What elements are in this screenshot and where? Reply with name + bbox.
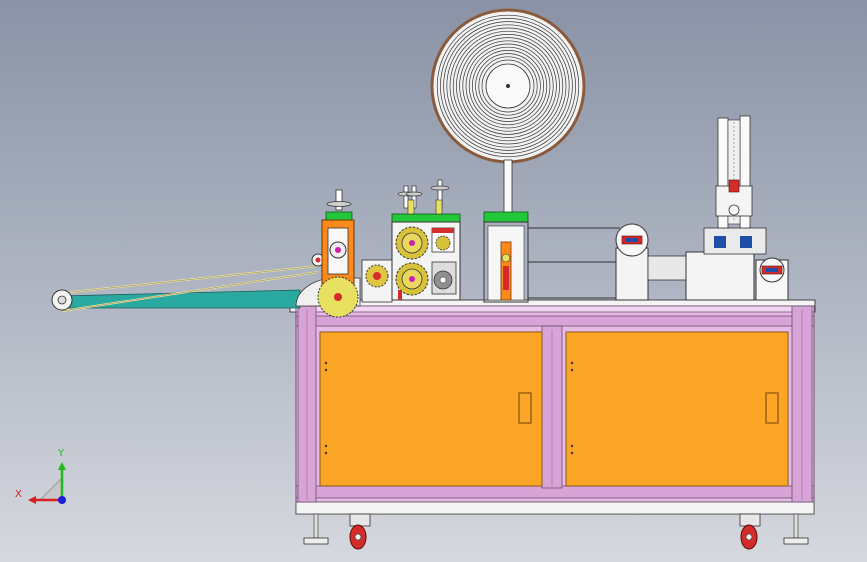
caster-wheel-left bbox=[349, 513, 371, 550]
reel-ring bbox=[475, 53, 541, 119]
reel-ring bbox=[443, 21, 573, 151]
reel-ring bbox=[468, 46, 548, 126]
caster-wheel-right bbox=[739, 513, 761, 550]
z-axis-dot bbox=[58, 496, 66, 504]
knurling-roller-unit bbox=[361, 179, 461, 303]
reel-ring bbox=[452, 30, 564, 142]
reel-stand bbox=[483, 159, 529, 303]
reel-ring bbox=[446, 24, 570, 148]
orange-roller-unit bbox=[317, 189, 359, 318]
y-axis-label: Y bbox=[57, 448, 65, 459]
leveling-foot-left bbox=[303, 513, 329, 545]
guide-rails bbox=[528, 227, 620, 299]
x-axis-label: X bbox=[15, 489, 22, 500]
reel-ring bbox=[462, 40, 554, 132]
cabinet-door-right[interactable] bbox=[565, 331, 789, 487]
material-reel bbox=[430, 8, 586, 164]
reel-ring bbox=[456, 34, 560, 138]
reel-ring bbox=[478, 56, 538, 116]
x-axis-head bbox=[28, 496, 36, 504]
leveling-foot-right bbox=[783, 513, 809, 545]
reel-ring bbox=[481, 59, 535, 113]
cabinet-door-left[interactable] bbox=[319, 331, 543, 487]
tensioner-block bbox=[615, 223, 649, 301]
feed-belt bbox=[61, 265, 319, 312]
cutting-station bbox=[647, 115, 789, 301]
axis-triad: X Y bbox=[15, 448, 66, 504]
reel-ring bbox=[472, 50, 544, 122]
reel-ring bbox=[436, 14, 580, 158]
y-axis-head bbox=[58, 462, 66, 470]
reel-ring bbox=[440, 18, 576, 154]
reel-ring bbox=[449, 27, 567, 145]
reel-ring bbox=[459, 37, 557, 135]
belt-end-pulley bbox=[51, 289, 73, 311]
reel-ring bbox=[465, 43, 551, 129]
